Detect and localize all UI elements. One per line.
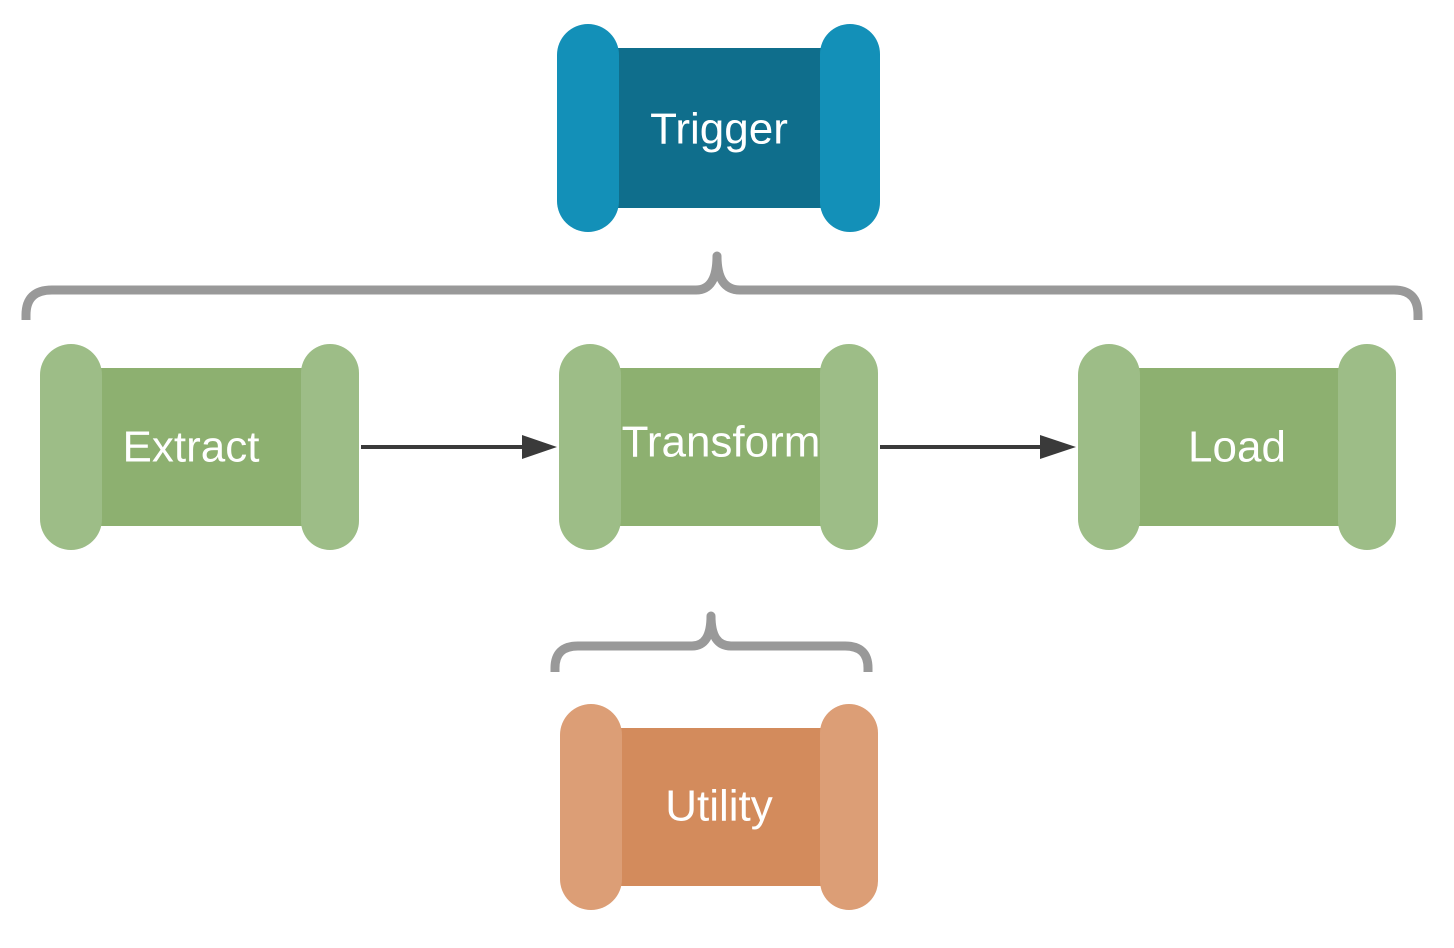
utility-label: Utility [665,782,773,831]
load-right-cap [1338,344,1396,550]
arrow-extract-to-transform [361,435,557,459]
trigger-left-cap [557,24,619,232]
utility-right-cap [820,704,878,910]
extract-body [70,368,332,526]
utility-body [590,728,852,886]
transform-left-cap [559,344,621,550]
utility-node[interactable]: Utility [560,704,878,910]
arrow-transform-to-load [880,435,1076,459]
load-node[interactable]: Load [1078,344,1396,550]
extract-node[interactable]: Extract [40,344,359,550]
trigger-label: Trigger [650,105,788,154]
transform-body [590,368,852,526]
transform-right-cap [820,344,878,550]
extract-right-cap [301,344,359,550]
utility-brace [550,611,873,673]
load-left-cap [1078,344,1140,550]
extract-label: Extract [123,423,260,472]
transform-label: Transform [622,418,821,467]
load-body [1108,368,1370,526]
trigger-brace [21,251,1423,320]
trigger-node[interactable]: Trigger [557,24,880,232]
load-label: Load [1188,423,1286,472]
transform-node[interactable]: Transform [559,344,878,550]
trigger-body [590,48,852,208]
utility-left-cap [560,704,622,910]
extract-left-cap [40,344,102,550]
trigger-right-cap [820,24,880,232]
